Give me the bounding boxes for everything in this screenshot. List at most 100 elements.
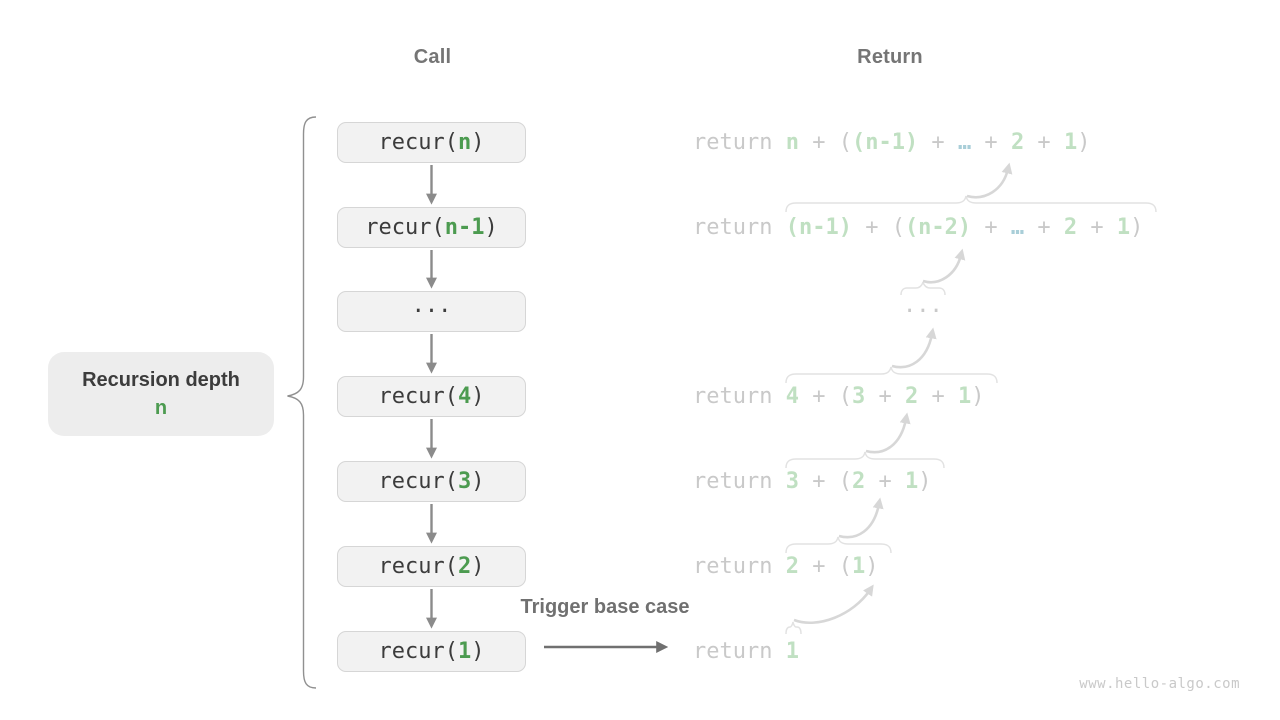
return-line-4: return 4 + (3 + 2 + 1) (693, 376, 984, 417)
overbrace-icon (785, 536, 892, 554)
return-line-2: return (n-1) + ((n-2) + … + 2 + 1) (693, 207, 1143, 248)
token-kw: return (693, 639, 786, 664)
token-kw: + (865, 384, 905, 409)
token-val: 1 (1063, 130, 1078, 155)
token-val: n (785, 130, 799, 155)
token-code: ... (411, 293, 452, 318)
token-arg: 4 (457, 384, 472, 409)
token-kw: ) (918, 469, 932, 494)
call-box-recur-2: recur(2) (337, 546, 526, 587)
token-kw: return (693, 469, 786, 494)
token-arg: 2 (457, 554, 472, 579)
token-kw: return (693, 384, 786, 409)
token-kw: + (1077, 215, 1117, 240)
recursion-depth-title: Recursion depth (82, 368, 240, 391)
overbrace-icon (785, 451, 945, 469)
return-arrow-icon (922, 248, 966, 284)
token-code: recur( (378, 639, 458, 664)
token-val: 2 (851, 469, 866, 494)
call-box-recur-n-1: recur(n-1) (337, 207, 526, 248)
return-arrow-icon (838, 497, 884, 539)
token-code: ) (471, 130, 485, 155)
return-line-ellipsis: ... (903, 291, 943, 332)
return-line-6: return 2 + (1) (693, 546, 878, 587)
token-kw: ... (903, 293, 943, 318)
overbrace-icon (785, 621, 802, 635)
token-val: 2 (1063, 215, 1078, 240)
call-header: Call (413, 46, 452, 68)
call-box-recur-1: recur(1) (337, 631, 526, 672)
recursion-depth-label: Recursion depth n (48, 352, 274, 436)
token-kw: ) (865, 554, 879, 579)
call-box-recur-3: recur(3) (337, 461, 526, 502)
overbrace-icon (785, 366, 998, 384)
token-arg: n (457, 130, 472, 155)
return-line-5: return 3 + (2 + 1) (693, 461, 931, 502)
token-kw: ) (1130, 215, 1144, 240)
token-val: 1 (1116, 215, 1131, 240)
token-val: 4 (785, 384, 799, 409)
watermark: www.hello-algo.com (1079, 676, 1240, 692)
token-kw: + ( (798, 469, 852, 494)
token-code: ) (471, 384, 485, 409)
call-box-recur-n: recur(n) (337, 122, 526, 163)
token-code: ) (471, 554, 485, 579)
token-kw: + (918, 384, 958, 409)
token-kw: + (918, 130, 958, 155)
token-kw: ) (1077, 130, 1091, 155)
token-kw: + ( (851, 215, 905, 240)
return-arrow-icon (891, 327, 937, 369)
token-arg: 3 (457, 469, 472, 494)
trigger-base-case-label: Trigger base case (520, 596, 690, 618)
token-val: (n-2) (904, 215, 972, 240)
token-val: 2 (904, 384, 919, 409)
token-kw: + (971, 130, 1011, 155)
call-box-ellipsis: ... (337, 291, 526, 332)
token-val: 1 (957, 384, 972, 409)
token-kw: + (865, 469, 905, 494)
token-code: recur( (378, 554, 458, 579)
call-box-recur-4: recur(4) (337, 376, 526, 417)
token-code: recur( (378, 469, 458, 494)
recursion-depth-brace-icon (287, 116, 317, 689)
token-kw: + (1024, 130, 1064, 155)
return-overbraces (785, 195, 1157, 635)
token-code: ) (484, 215, 498, 240)
token-kw: + (1024, 215, 1064, 240)
token-kw: + ( (798, 554, 852, 579)
token-val: 2 (785, 554, 799, 579)
token-code: recur( (378, 384, 458, 409)
return-arrow-icon (793, 584, 874, 625)
token-val: 1 (785, 639, 799, 664)
token-val: 3 (785, 469, 799, 494)
token-kw: + ( (798, 384, 852, 409)
token-dots: … (1010, 215, 1025, 240)
token-kw: + (971, 215, 1011, 240)
return-arrow-icon (966, 162, 1013, 199)
token-code: recur( (378, 130, 458, 155)
token-val: (n-1) (785, 215, 852, 240)
overbrace-icon (785, 195, 1157, 213)
token-kw: return (693, 554, 786, 579)
token-val: 1 (851, 554, 866, 579)
recursion-depth-value: n (154, 396, 168, 419)
token-code: ) (471, 469, 485, 494)
token-kw: + ( (798, 130, 852, 155)
token-val: 1 (904, 469, 919, 494)
token-kw: return (693, 130, 786, 155)
return-line-1: return n + ((n-1) + … + 2 + 1) (693, 122, 1090, 163)
token-arg: n-1 (444, 215, 485, 240)
token-val: 2 (1010, 130, 1025, 155)
return-line-7: return 1 (693, 631, 799, 672)
return-header: Return (857, 46, 923, 68)
token-kw: ) (971, 384, 985, 409)
token-dots: … (957, 130, 972, 155)
return-arrow-icon (865, 412, 911, 454)
token-code: ) (471, 639, 485, 664)
token-arg: 1 (457, 639, 472, 664)
token-val: (n-1) (851, 130, 919, 155)
token-val: 3 (851, 384, 866, 409)
token-kw: return (693, 215, 786, 240)
